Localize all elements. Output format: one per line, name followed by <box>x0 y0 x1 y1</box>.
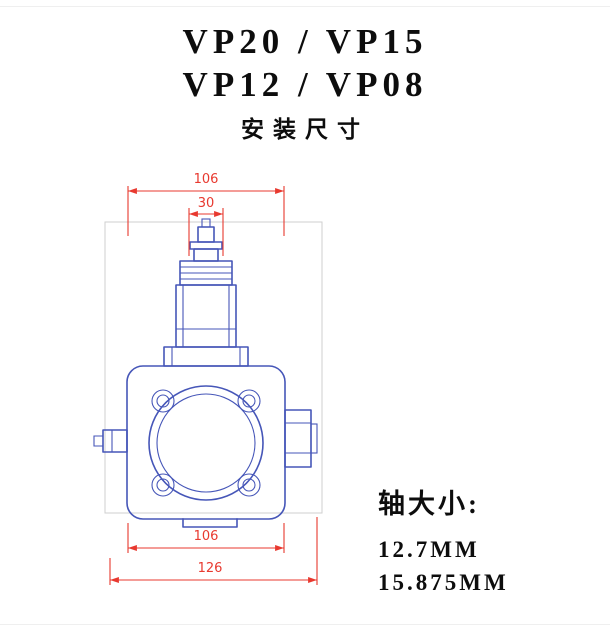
dimension-overall-126: 126 <box>109 517 318 585</box>
valve-body <box>175 284 237 348</box>
adjuster-bolt <box>197 226 215 243</box>
left-port-body <box>102 429 128 453</box>
valve-assembly <box>163 218 249 367</box>
bolt-hole-outer <box>151 473 175 497</box>
center-bore-inner <box>156 393 256 493</box>
bolt-hole-inner <box>242 394 256 408</box>
bolt-hole-top-right <box>237 389 261 413</box>
bolt-hole-outer <box>151 389 175 413</box>
pump-foot <box>182 518 238 528</box>
title-block: VP20 / VP15 VP12 / VP08 安装尺寸 <box>0 20 610 144</box>
pump-body <box>126 365 286 528</box>
shaft-size-label: 轴大小: <box>378 489 480 519</box>
bolt-hole-outer <box>237 389 261 413</box>
center-bore <box>148 385 264 501</box>
dimension-label-body-width: 106 <box>194 529 219 544</box>
pump-body-outline <box>126 365 286 520</box>
right-port <box>284 409 318 468</box>
bolt-hole-bottom-right <box>237 473 261 497</box>
bolt-hole-bottom-left <box>151 473 175 497</box>
dimension-label-stem-width: 30 <box>198 196 215 211</box>
left-port-stub <box>93 435 103 447</box>
shaft-size-value-2: 15.875MM <box>378 570 509 595</box>
bolt-hole-outer <box>237 473 261 497</box>
adjuster-pin <box>201 218 211 228</box>
shaft-size-block: 轴大小: 12.7MM 15.875MM <box>378 482 603 599</box>
adjuster-neck <box>193 248 219 262</box>
title-line-2: VP12 / VP08 <box>182 65 428 104</box>
top-edge-line <box>0 6 610 7</box>
bolt-hole-top-left <box>151 389 175 413</box>
dimension-bottom-106: 106 <box>127 523 285 553</box>
bolt-hole-inner <box>156 394 170 408</box>
bolt-hole-inner <box>156 478 170 492</box>
right-port-body <box>284 409 312 468</box>
dimension-top-106: 106 <box>127 172 285 236</box>
dimension-label-top-width: 106 <box>194 172 219 187</box>
left-port <box>93 429 128 453</box>
adjuster-collar <box>189 241 223 250</box>
mounting-boundary-rect <box>104 221 323 514</box>
center-bore-outer <box>148 385 264 501</box>
right-port-step <box>310 423 318 454</box>
shaft-size-value-1: 12.7MM <box>378 537 480 562</box>
subtitle-installation-dimensions: 安装尺寸 <box>241 117 369 142</box>
bolt-hole-inner <box>242 478 256 492</box>
dimension-stem-30: 30 <box>188 196 224 256</box>
title-line-1: VP20 / VP15 <box>182 22 428 61</box>
bottom-edge-line <box>0 624 610 625</box>
valve-base-flange <box>163 346 249 367</box>
dimension-label-overall-width: 126 <box>198 561 223 576</box>
